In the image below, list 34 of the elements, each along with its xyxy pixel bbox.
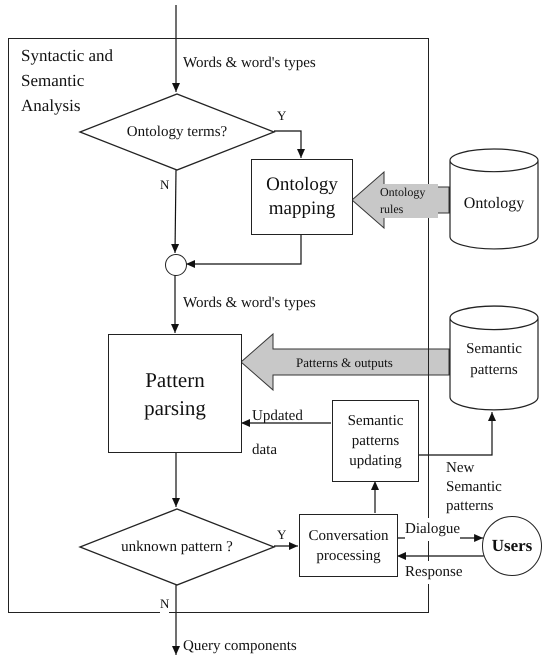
arrow [371, 481, 379, 513]
node-label: Conversation processing [308, 526, 390, 566]
process-box [108, 334, 242, 453]
arrow [274, 130, 305, 158]
arrow [397, 552, 484, 560]
node-label: Ontology mapping [265, 173, 339, 221]
node-label: Ontology terms? [126, 122, 228, 142]
database-cylinder [449, 148, 539, 251]
process-box [299, 514, 398, 577]
edge-label: Response [405, 561, 462, 584]
edge-label: Ontology rules [380, 184, 438, 218]
node-label: Users [490, 535, 534, 558]
arrow [186, 234, 302, 268]
arrow [171, 275, 179, 333]
arrow [172, 452, 180, 507]
arrow [418, 412, 496, 456]
node-label: Semantic patterns [465, 340, 523, 380]
frame-title: Syntactic and Semantic Analysis [20, 45, 114, 117]
edge-label: Updated data [252, 407, 304, 460]
node-label: unknown pattern ? [120, 538, 234, 557]
arrow [172, 585, 180, 655]
process-box [251, 159, 353, 235]
edge-label: Dialogue [405, 518, 460, 540]
node-label: Pattern parsing [143, 366, 207, 422]
arrow [241, 419, 331, 427]
node-label: Semantic patterns updating [346, 412, 404, 471]
arrow [171, 170, 180, 253]
arrow [274, 542, 298, 550]
decision-diamond [79, 508, 275, 586]
process-box [332, 400, 419, 482]
database-cylinder [449, 305, 539, 412]
decision-diamond [79, 93, 275, 171]
arrow [172, 5, 180, 92]
node-label: Ontology [462, 194, 526, 214]
